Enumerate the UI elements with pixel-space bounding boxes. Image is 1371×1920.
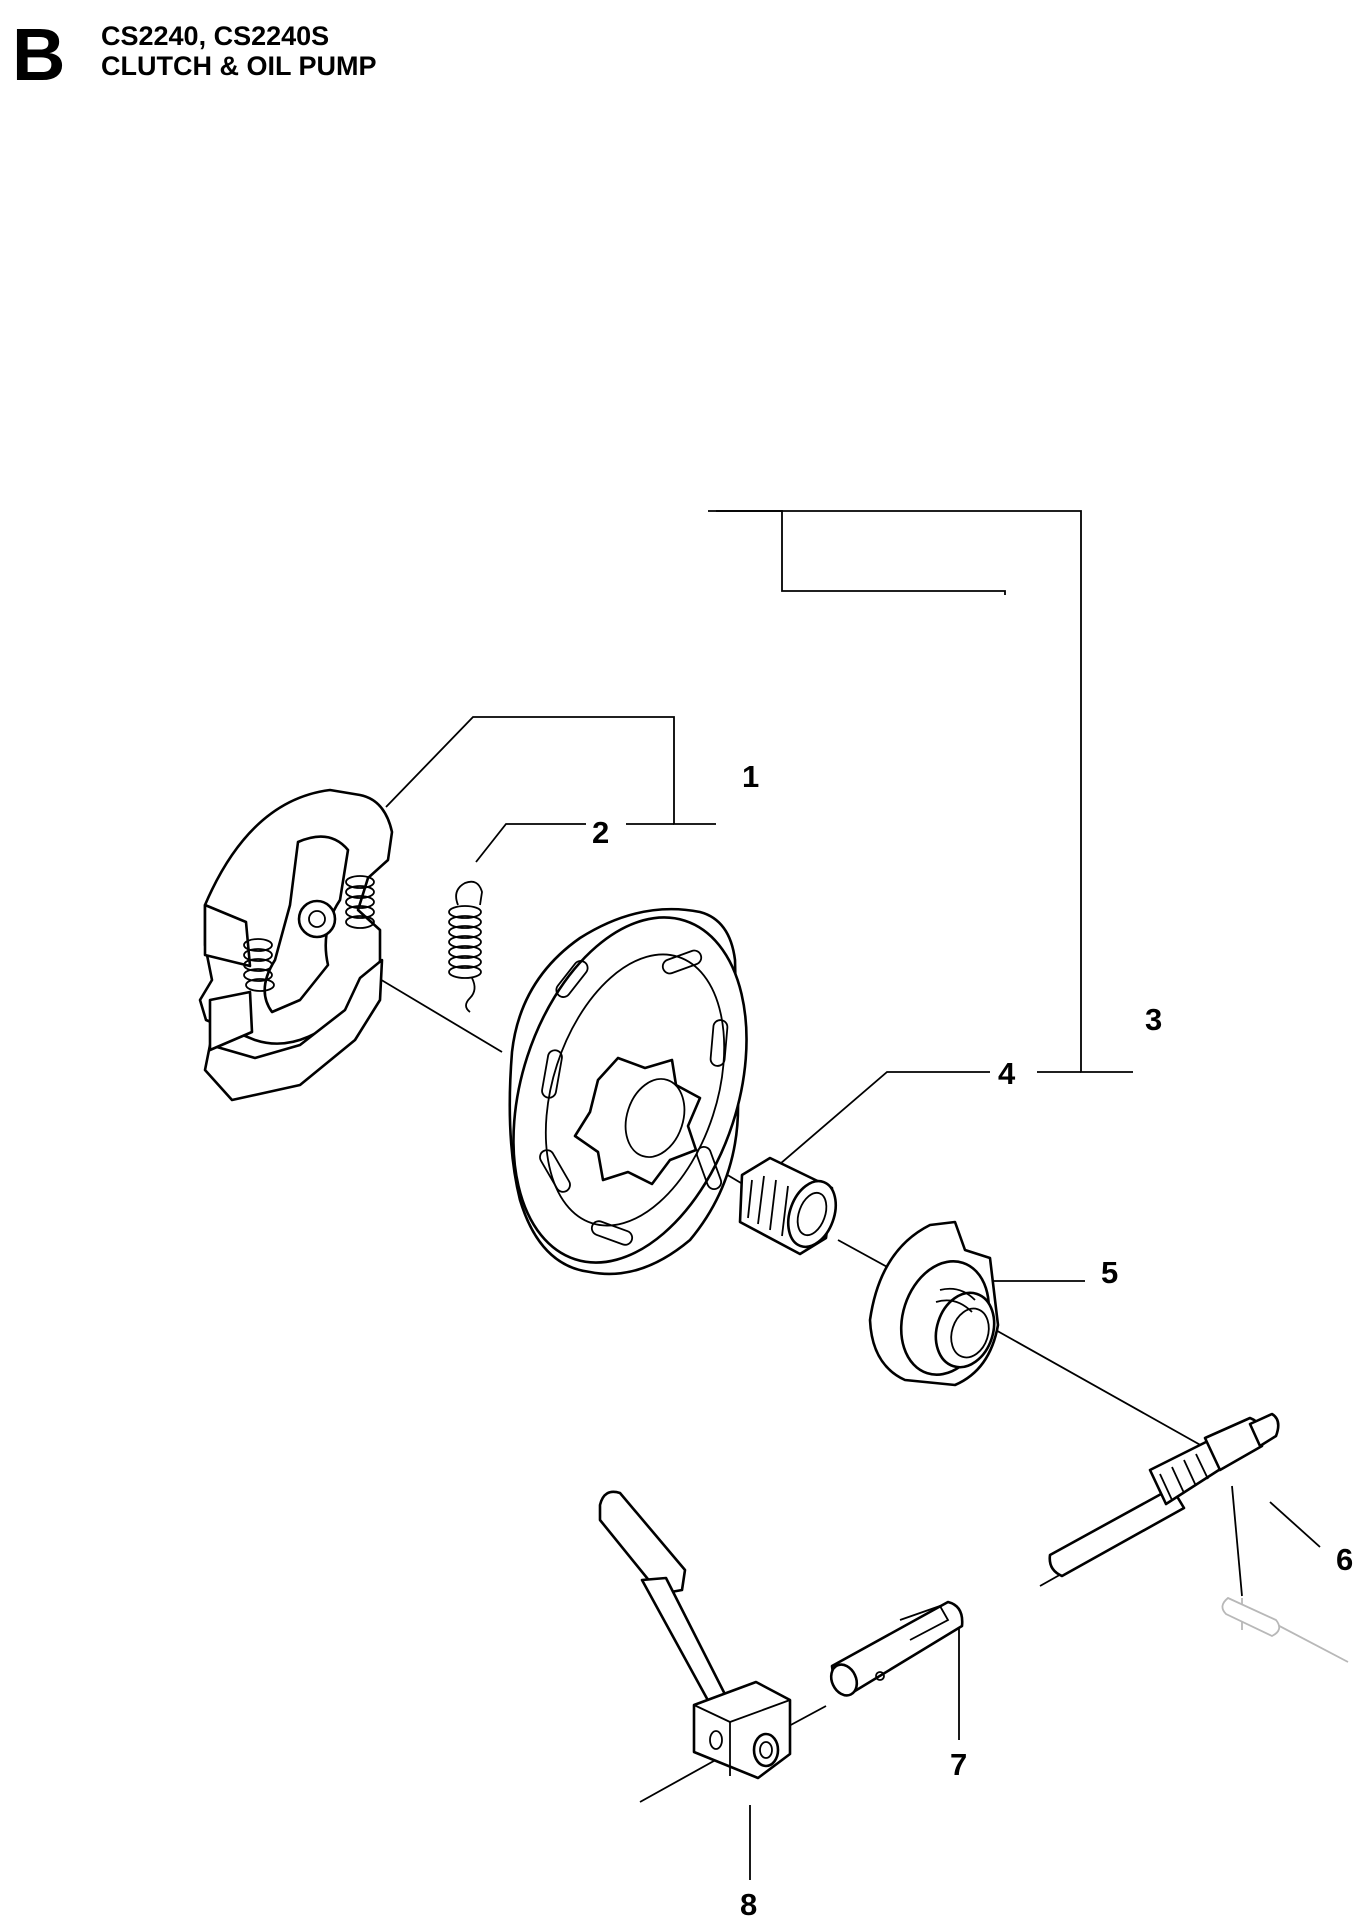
callout-4: 4 xyxy=(998,1056,1016,1091)
drive-washer xyxy=(868,1220,1000,1387)
callout-1: 1 xyxy=(742,759,759,794)
oil-pump-piston xyxy=(829,1600,964,1697)
section-letter: B xyxy=(12,13,66,96)
leader-lines xyxy=(295,510,1349,1880)
pin-ghost xyxy=(1221,1596,1281,1638)
callout-2: 2 xyxy=(592,815,609,850)
callout-6: 6 xyxy=(1336,1542,1353,1577)
clutch-assembly xyxy=(198,788,394,1102)
callout-7: 7 xyxy=(950,1747,967,1782)
page-title: CLUTCH & OIL PUMP xyxy=(101,50,377,81)
oil-pump-lever xyxy=(598,1490,792,1780)
callout-3: 3 xyxy=(1145,1002,1162,1037)
callout-8: 8 xyxy=(740,1887,757,1920)
callout-numbers: 1 2 3 4 5 6 7 8 xyxy=(592,759,1353,1920)
model-numbers: CS2240, CS2240S xyxy=(101,21,330,51)
title-block: CS2240, CS2240S CLUTCH & OIL PUMP xyxy=(101,21,377,81)
clutch-spring xyxy=(448,880,483,1013)
clutch-drum xyxy=(508,907,748,1276)
needle-bearing xyxy=(738,1156,838,1256)
callout-5: 5 xyxy=(1101,1255,1118,1290)
oil-pump-worm-shaft xyxy=(1048,1412,1280,1578)
